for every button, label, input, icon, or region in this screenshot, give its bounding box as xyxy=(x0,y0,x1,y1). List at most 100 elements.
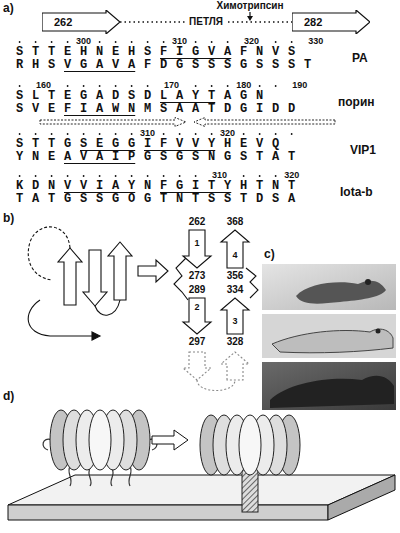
residue-number: 282 xyxy=(292,10,322,34)
ruler-dot xyxy=(163,41,165,43)
residue-number: 300 xyxy=(76,36,91,46)
strand-arrow xyxy=(83,250,107,306)
micrograph xyxy=(262,314,396,358)
sequence: S V E F I A W N M S A A T D G I D D xyxy=(16,103,296,116)
loop-zigzag xyxy=(174,258,188,300)
panel-label: d) xyxy=(3,390,14,404)
ruler-dot xyxy=(259,85,261,87)
ruler-dot xyxy=(147,85,149,87)
ruler-dot xyxy=(211,133,213,135)
membrane xyxy=(8,475,395,520)
ruler-dot xyxy=(275,133,277,135)
ruler-dot xyxy=(291,133,293,135)
residue-number: 368 xyxy=(227,216,244,228)
ruler-dot xyxy=(83,85,85,87)
ruler-dot xyxy=(19,85,21,87)
ruler-dot xyxy=(115,133,117,135)
sequence: S T T G S E G G I F V V Y H E V Q xyxy=(16,138,280,151)
ruler-dot xyxy=(259,133,261,135)
ruler-dot xyxy=(51,175,53,177)
ruler-dot xyxy=(243,175,245,177)
subunit xyxy=(89,410,111,470)
ruler-dot xyxy=(99,175,101,177)
ruler-dot xyxy=(195,41,197,43)
strand-arrow xyxy=(58,248,82,305)
protein-name: VIP1 xyxy=(350,144,376,158)
residue-number: 334 xyxy=(227,284,244,296)
ruler-dot xyxy=(99,133,101,135)
arrow-head xyxy=(92,332,100,340)
residue-number: 356 xyxy=(227,270,244,282)
residue-number: 297 xyxy=(189,336,206,348)
residue-number: 330 xyxy=(308,36,323,46)
ruler-dot xyxy=(51,133,53,135)
loop-curve xyxy=(28,300,92,336)
ruler-dot xyxy=(131,85,133,87)
residue-number: 310 xyxy=(140,128,155,138)
sequence: Y N E A V A I P G S G S N G S T A T xyxy=(16,151,296,164)
residue-number: 328 xyxy=(227,336,244,348)
loop-label: ПЕТЛЯ xyxy=(187,16,225,28)
ruler-dot xyxy=(35,41,37,43)
strand-arrow-box: 262 xyxy=(42,10,120,34)
ruler-dot xyxy=(35,133,37,135)
sequence: T A T G S S G O G T N T S S T D S A xyxy=(16,193,296,206)
ruler-dot xyxy=(67,41,69,43)
micrograph xyxy=(262,264,396,310)
protein-name: PA xyxy=(352,52,368,66)
strand-number: 4 xyxy=(232,250,237,261)
residue-number: 262 xyxy=(42,10,72,34)
ruler-dot xyxy=(99,41,101,43)
ruler-dot xyxy=(275,41,277,43)
residue-number: 170 xyxy=(164,80,179,90)
ruler-dot xyxy=(51,41,53,43)
transition-arrow xyxy=(138,260,168,282)
faded-strands xyxy=(183,352,249,391)
pore-heptamer xyxy=(200,415,300,475)
ruler-dot xyxy=(259,175,261,177)
subunit xyxy=(239,415,261,475)
membrane-front xyxy=(8,505,328,520)
membrane-side xyxy=(328,475,395,520)
ruler-dot xyxy=(19,133,21,135)
residue-number: 190 xyxy=(292,80,307,90)
strand-arrow xyxy=(221,298,249,334)
strand-map xyxy=(174,230,258,391)
prepore-heptamer xyxy=(50,410,150,470)
strand-arrow xyxy=(221,230,249,268)
sequence: S L T E G A D S D L A Y T A G N xyxy=(16,90,264,103)
strand-arrow xyxy=(108,242,132,300)
loop-curve xyxy=(197,380,235,391)
ruler-dot xyxy=(195,85,197,87)
ruler-dot xyxy=(19,41,21,43)
ruler-dot xyxy=(67,85,69,87)
ruler-dot xyxy=(131,175,133,177)
ruler-dot xyxy=(99,85,101,87)
panel-label: a) xyxy=(3,2,14,16)
pointer-head xyxy=(247,16,253,21)
eye xyxy=(376,329,381,334)
loop-zigzag xyxy=(246,268,258,298)
residue-number: 273 xyxy=(189,270,206,282)
cleavage-pointer xyxy=(247,12,253,21)
ruler-dot xyxy=(131,133,133,135)
strand-arrow xyxy=(40,118,186,127)
ruler-dot xyxy=(275,85,277,87)
ruler-dot xyxy=(195,133,197,135)
strand-arrow xyxy=(183,298,211,334)
ruler-dot xyxy=(243,133,245,135)
ruler-dot xyxy=(211,85,213,87)
ruler-dot xyxy=(163,175,165,177)
strand-arrow xyxy=(194,118,335,127)
strand-number: 1 xyxy=(194,238,199,249)
ruler-dot xyxy=(67,133,69,135)
ruler-dot xyxy=(115,41,117,43)
strand-number: 3 xyxy=(232,316,237,327)
residue-number: 262 xyxy=(189,216,206,228)
transition-arrow xyxy=(152,430,188,450)
residue-number: 320 xyxy=(220,128,235,138)
residue-number: 320 xyxy=(244,36,259,46)
ruler-dot xyxy=(115,175,117,177)
ruler-dot xyxy=(67,175,69,177)
